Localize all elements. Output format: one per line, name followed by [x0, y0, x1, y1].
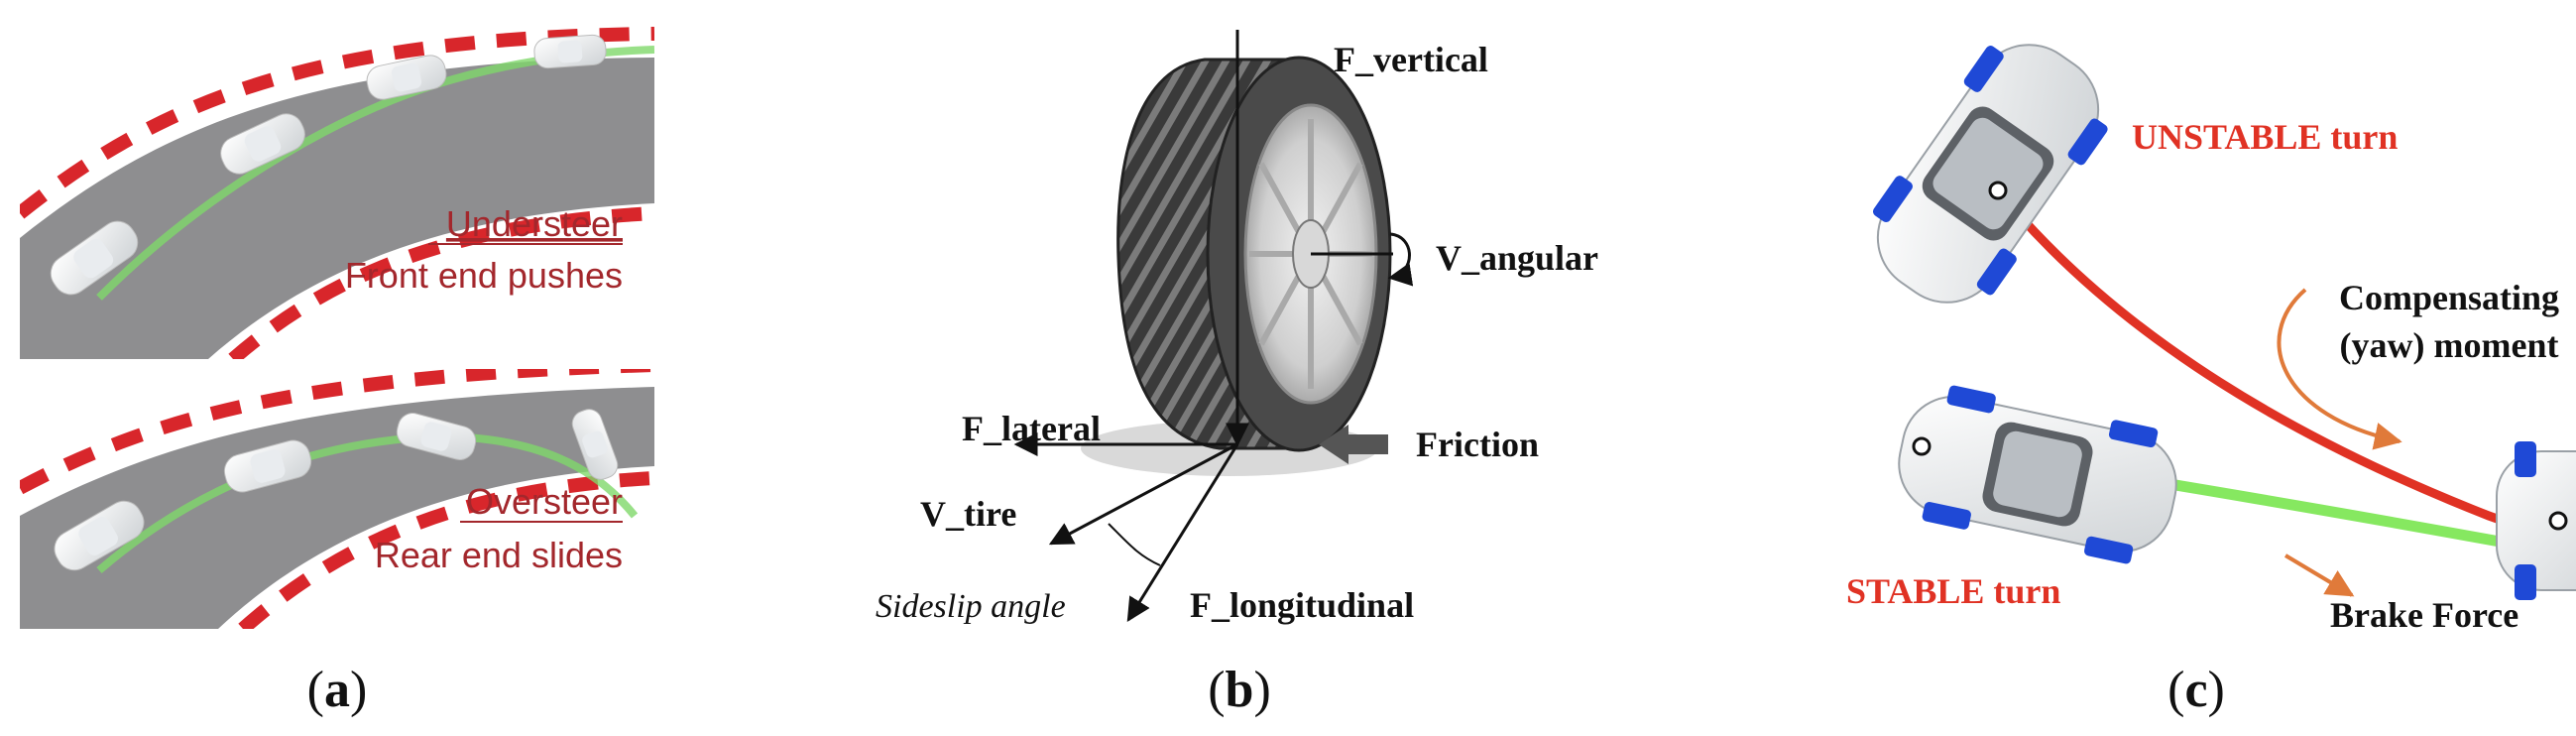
label-v-angular: V_angular	[1436, 238, 1598, 278]
label-brake-force: Brake Force	[2330, 595, 2518, 635]
v-angular-rotation-arrow	[1387, 232, 1414, 287]
panel-b-tire-forces: F_vertical V_angular F_lateral Friction …	[876, 30, 1598, 718]
wheel-icon	[1946, 385, 1996, 414]
label-v-tire: V_tire	[920, 494, 1016, 534]
panel-c-stability-control: UNSTABLE turn Compensating (yaw) moment …	[1846, 44, 2576, 718]
caption-a: (a)	[307, 662, 368, 718]
label-stable-turn: STABLE turn	[1846, 571, 2060, 611]
label-f-vertical: F_vertical	[1334, 40, 1488, 79]
label-f-longitudinal: F_longitudinal	[1190, 585, 1414, 625]
yaw-moment-arrow	[2277, 288, 2402, 450]
stable-car-center-dot	[1912, 436, 1932, 456]
friction-arrow	[1319, 425, 1388, 464]
label-friction: Friction	[1416, 425, 1539, 464]
wheel-icon	[2108, 420, 2159, 448]
v-tire-arrow	[1048, 442, 1238, 546]
car-icon	[533, 34, 607, 69]
understeer-title: Understeer	[446, 203, 623, 244]
car-icon	[54, 500, 145, 571]
oversteer-scene: Oversteer Rear end slides	[20, 369, 654, 629]
label-unstable-turn: UNSTABLE turn	[2132, 117, 2398, 157]
wheel-icon	[1976, 248, 2017, 296]
oversteer-title: Oversteer	[466, 481, 623, 522]
oversteer-outer-curb	[20, 369, 654, 495]
label-compensating-line1: Compensating	[2339, 278, 2559, 317]
understeer-subtitle: Front end pushes	[345, 255, 623, 296]
label-sideslip-angle: Sideslip angle	[876, 588, 1066, 625]
f-longitudinal-arrow	[1126, 443, 1239, 623]
caption-c: (c)	[2167, 662, 2225, 718]
sideslip-angle-arc	[1108, 523, 1161, 566]
unstable-car-icon	[1872, 44, 2108, 304]
oversteer-subtitle: Rear end slides	[375, 535, 623, 575]
understeer-scene: Understeer Front end pushes	[20, 20, 654, 359]
wheel-icon	[1872, 176, 1913, 222]
label-f-lateral: F_lateral	[962, 409, 1101, 448]
partial-car-center-dot	[2548, 511, 2568, 531]
car-icon	[366, 55, 447, 100]
label-compensating-line2: (yaw) moment	[2340, 325, 2559, 365]
wheel-icon	[1963, 46, 2004, 92]
caption-b: (b)	[1208, 662, 1271, 718]
brake-force-arrow	[2283, 553, 2355, 597]
car-icon	[220, 113, 305, 175]
car-icon	[223, 439, 312, 493]
partial-car-icon	[2496, 441, 2576, 600]
car-icon	[50, 220, 139, 296]
oversteer-road	[20, 387, 654, 629]
panel-a-understeer-oversteer: Understeer Front end pushes	[20, 20, 654, 718]
unstable-car-center-dot	[1988, 181, 2008, 200]
understeer-road	[20, 58, 654, 359]
understeer-outer-curb	[20, 27, 654, 219]
understeer-inner-curb	[228, 206, 654, 359]
oversteer-inner-curb	[238, 471, 654, 629]
car-icon	[396, 413, 477, 460]
wheel-icon	[1922, 502, 1971, 530]
stable-car-icon	[1898, 385, 2177, 564]
wheel-icon	[2084, 536, 2134, 564]
car-icon	[571, 409, 619, 480]
wheel-icon	[2067, 118, 2108, 166]
